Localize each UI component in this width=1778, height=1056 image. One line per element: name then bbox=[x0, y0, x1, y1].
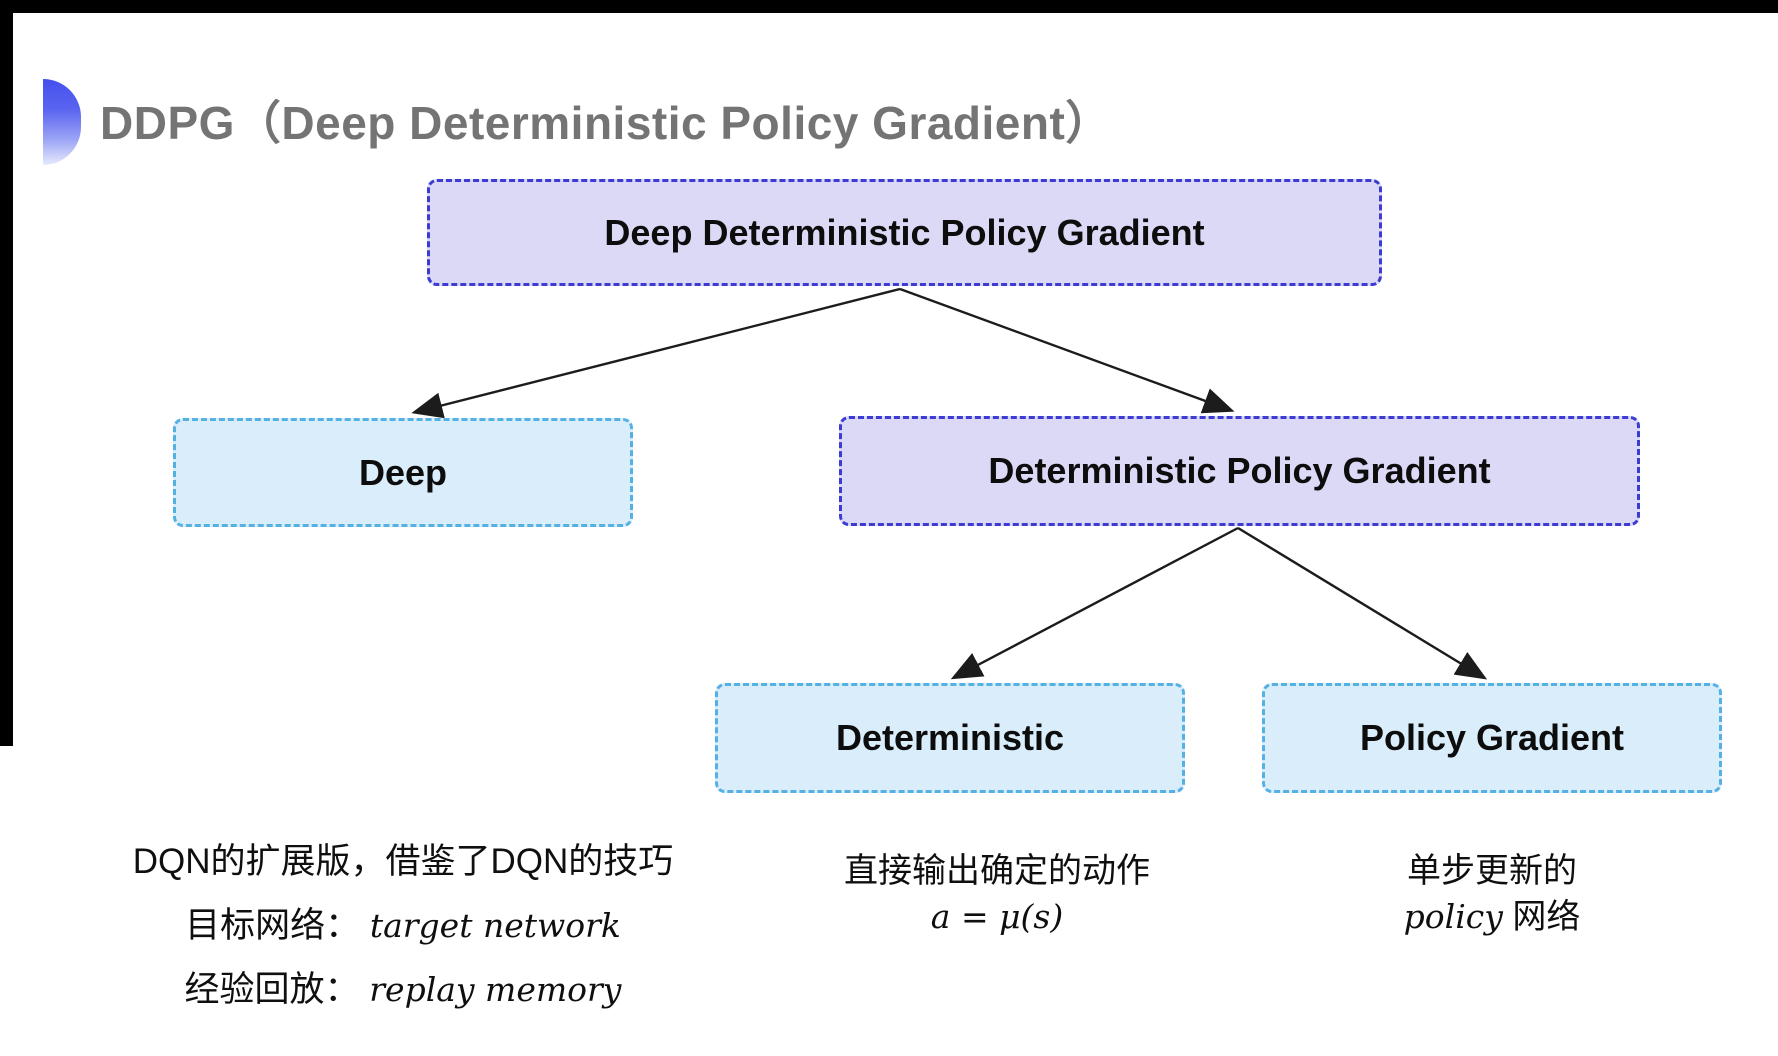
note-policy-gradient-suffix: 网络 bbox=[1502, 898, 1581, 936]
tree-node-deterministic-label: Deterministic bbox=[835, 717, 1065, 758]
tree-node-policy-gradient: Policy Gradient bbox=[1262, 683, 1722, 793]
note-policy-gradient-term: policy bbox=[1403, 897, 1503, 936]
tree-node-deterministic: Deterministic bbox=[715, 683, 1185, 793]
top-black-edge bbox=[0, 0, 1778, 13]
tree-node-deterministic-policy-gradient: Deterministic Policy Gradient bbox=[839, 416, 1640, 526]
tree-node-deep: Deep bbox=[173, 418, 633, 527]
tree-node-deep-label: Deep bbox=[358, 451, 448, 493]
slide-title: DDPG（Deep Deterministic Policy Gradient） bbox=[100, 97, 1112, 149]
note-policy-gradient: 单步更新的 policy 网络 bbox=[1272, 848, 1712, 940]
note-deep-line2-label: 目标网络： bbox=[185, 906, 361, 945]
note-deep: DQN的扩展版，借鉴了DQN的技巧 目标网络： target network 经… bbox=[123, 830, 683, 1022]
title-bullet-icon bbox=[43, 79, 81, 165]
tree-node-ddpg-label: Deep Deterministic Policy Gradient bbox=[604, 211, 1205, 253]
note-deterministic-line1: 直接输出确定的动作 bbox=[844, 852, 1150, 890]
note-policy-gradient-line1: 单步更新的 bbox=[1407, 852, 1577, 890]
note-deep-line3-term: replay memory bbox=[369, 970, 622, 1009]
note-deep-line2-term: target network bbox=[369, 906, 621, 945]
note-deep-line3: 经验回放： replay memory bbox=[123, 958, 683, 1022]
tree-node-ddpg: Deep Deterministic Policy Gradient bbox=[427, 179, 1382, 286]
arrow-ddpg-to-deep bbox=[411, 287, 901, 419]
note-deterministic: 直接输出确定的动作 a = μ(s) bbox=[777, 848, 1217, 940]
tree-node-policy-gradient-label: Policy Gradient bbox=[1359, 717, 1625, 758]
note-deep-line2: 目标网络： target network bbox=[123, 894, 683, 958]
note-deep-line1: DQN的扩展版，借鉴了DQN的技巧 bbox=[132, 842, 674, 881]
note-deterministic-formula: a = μ(s) bbox=[930, 897, 1064, 936]
left-black-edge bbox=[0, 0, 13, 746]
arrow-ddpg-to-dpg bbox=[899, 287, 1235, 414]
note-deep-line3-label: 经验回放： bbox=[184, 970, 360, 1009]
tree-node-dpg-label: Deterministic Policy Gradient bbox=[988, 450, 1491, 491]
arrow-dpg-to-policy-gradient bbox=[1237, 526, 1488, 680]
note-policy-gradient-line2: policy 网络 bbox=[1272, 894, 1712, 940]
arrow-dpg-to-deterministic bbox=[950, 526, 1239, 680]
